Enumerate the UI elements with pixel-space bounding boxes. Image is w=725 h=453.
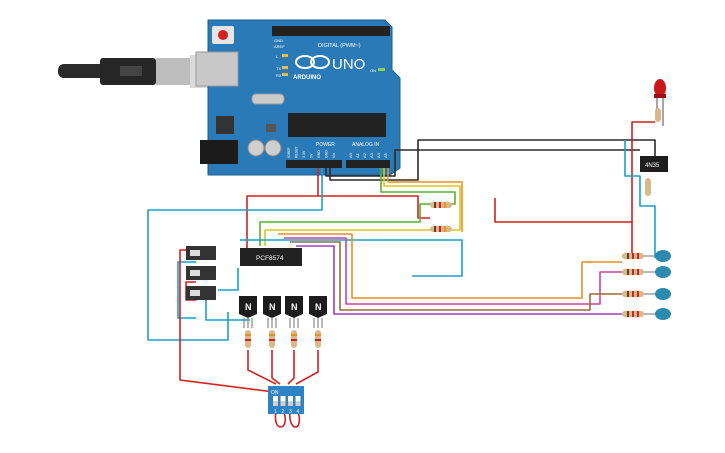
power-pin-label: IOREF: [287, 147, 291, 158]
slide-switch-1[interactable]: [186, 246, 216, 260]
power-pin-label: 3.3V: [302, 150, 306, 158]
wire-cyan-gnd: [147, 168, 323, 341]
rx-label: RX: [276, 73, 282, 78]
analog-pin-label: A0: [348, 152, 353, 158]
red-led: [654, 79, 666, 126]
resistor-group-i2c: [430, 202, 452, 232]
npn-transistor: N: [309, 296, 327, 348]
wire-black-1: [329, 139, 656, 181]
blue-led: [655, 266, 671, 278]
blue-led-group: [622, 250, 671, 320]
dip-number: 3: [289, 409, 292, 415]
tx-label: TX: [276, 66, 281, 71]
slide-switch-2[interactable]: [186, 266, 216, 280]
arduino-logo-text: ARDUINO: [293, 75, 321, 81]
wire-orange-int: [387, 168, 463, 232]
wire-orange-led1: [278, 233, 622, 299]
wire-brown-led3: [290, 241, 622, 311]
wire-red-opto: [494, 121, 655, 223]
arduino-model-label: UNO: [332, 56, 365, 73]
dip-switch-on-label: ON: [271, 390, 279, 396]
analog-pin-label: A4: [376, 152, 381, 158]
dip-number: 2: [282, 409, 285, 415]
power-pin-label: 5V: [310, 153, 314, 158]
analog-pin-label: A3: [369, 152, 374, 158]
arduino-logo: ARDUINO: [293, 55, 330, 81]
analog-pin-label: A5: [383, 152, 388, 158]
npn-transistor: N: [285, 296, 303, 348]
blue-led: [655, 288, 671, 300]
slide-switch-3[interactable]: [186, 286, 216, 300]
transistor-label: N: [315, 302, 322, 312]
pcf8574-label: PCF8574: [256, 255, 284, 262]
power-pin-label: GND: [317, 150, 321, 158]
l-led-label: L: [276, 54, 279, 59]
power-pin-label: RESET: [295, 145, 299, 158]
transistor-label: N: [245, 302, 252, 312]
on-led-label: ON: [370, 68, 376, 73]
wire-red-5v-2: [318, 195, 430, 219]
power-pin-label: Vin: [332, 153, 336, 158]
blue-led-row: [622, 266, 671, 278]
wire-red-t3: [287, 350, 295, 385]
wire-pink-led2: [284, 237, 622, 305]
blue-led: [655, 250, 671, 262]
wire-yellow-scl: [264, 168, 461, 246]
analog-header: [346, 160, 390, 168]
power-header: [286, 160, 342, 168]
wire-cyan-5: [205, 300, 250, 321]
wire-red-dip-loop-1: [274, 411, 287, 428]
wire-cyan-3: [177, 261, 196, 319]
analog-header-label: ANALOG IN: [352, 142, 380, 148]
wire-purple-led4: [296, 245, 622, 315]
digital-header: [272, 26, 390, 36]
power-header-label: POWER: [316, 142, 335, 148]
wire-black-2: [325, 149, 640, 177]
power-jack: [200, 140, 238, 164]
transistor-label: N: [269, 302, 276, 312]
blue-led-row: [622, 288, 671, 300]
wire-red-t4: [295, 350, 319, 385]
blue-led-row: [622, 250, 671, 262]
wire-red-5v-1: [246, 168, 319, 248]
optocoupler-4n35: 4N35: [640, 156, 668, 196]
pcf8574-chip: PCF8574: [240, 248, 302, 266]
gnd-label: GND: [274, 38, 283, 43]
usb-port: [195, 51, 239, 87]
digital-header-label: DIGITAL (PWM~): [318, 43, 361, 49]
arduino-uno-board[interactable]: DIGITAL (PWM~) AREF GND ARDUINO UNO L TX…: [195, 19, 401, 176]
wire-red-leds: [622, 222, 633, 257]
wire-cyan-4: [218, 268, 239, 291]
optocoupler-label: 4N35: [645, 163, 660, 169]
npn-transistor: N: [239, 296, 257, 348]
blue-led-row: [622, 308, 671, 320]
aref-label: AREF: [274, 44, 285, 49]
atmega-chip: [288, 113, 386, 137]
dip-number: 4: [297, 409, 300, 415]
wire-red-t1: [247, 350, 277, 385]
analog-pin-label: A2: [362, 152, 367, 158]
transistor-label: N: [291, 302, 298, 312]
slide-switches[interactable]: [186, 246, 216, 300]
wire-cyan-2: [240, 239, 463, 277]
analog-pin-label: A1: [355, 152, 360, 158]
dip-number: 1: [274, 409, 277, 415]
npn-transistor: N: [263, 296, 281, 348]
wire-red-dip-loop-2: [289, 411, 301, 428]
wire-red-t2: [271, 350, 281, 385]
blue-led: [655, 308, 671, 320]
power-pin-label: GND: [325, 150, 329, 158]
wire-cyan-opto: [624, 140, 656, 258]
